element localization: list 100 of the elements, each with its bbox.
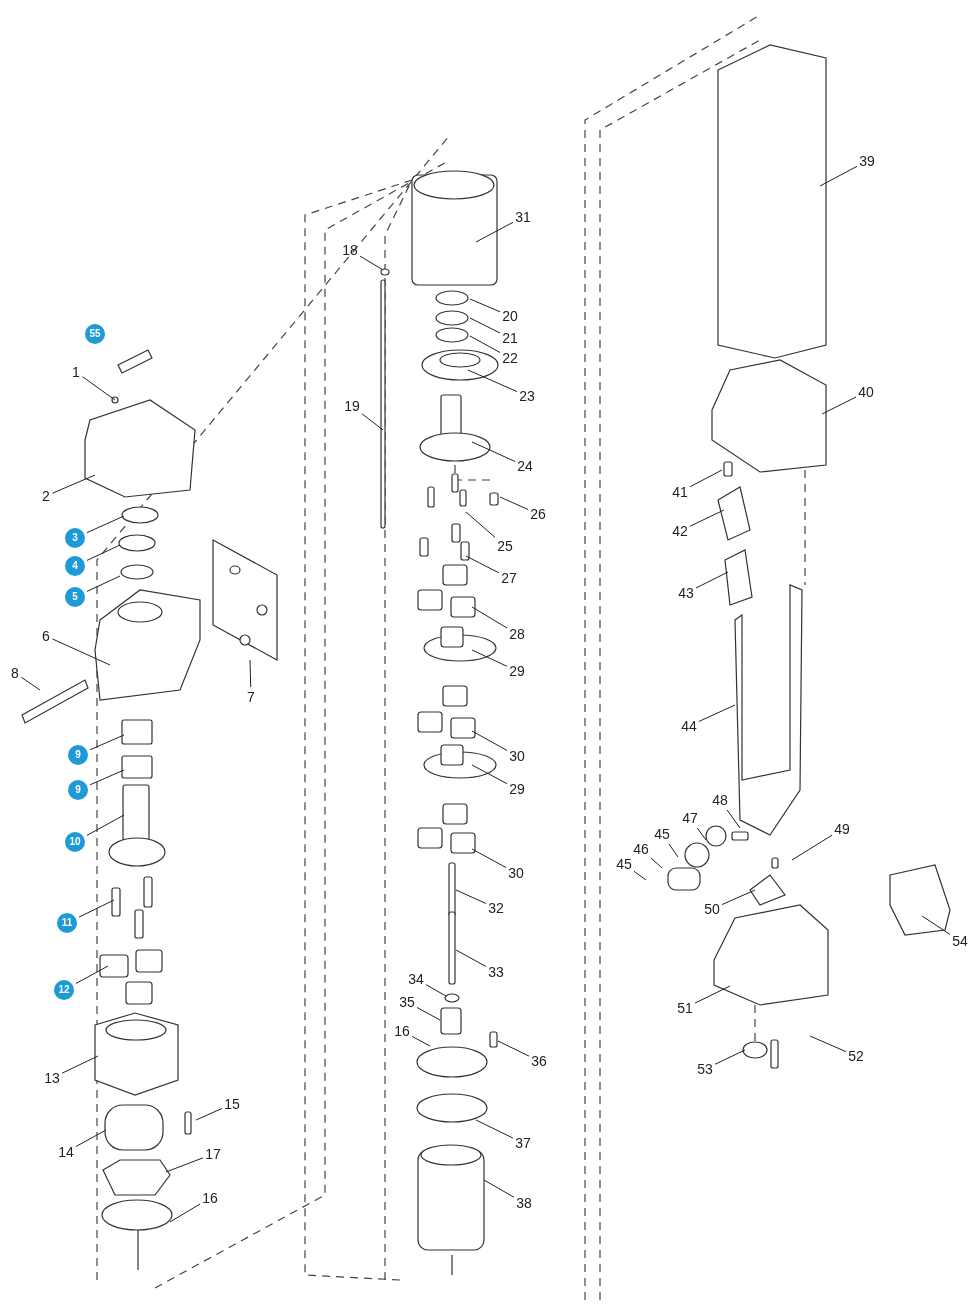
callout-number: 4 [65,556,85,576]
callout-number: 30 [509,748,525,764]
callout-number: 49 [834,821,850,837]
callout-number: 12 [54,980,74,1000]
leader-line [416,1006,441,1021]
leader-line [52,638,111,666]
leader-line [78,899,115,918]
callout-number: 33 [488,964,504,980]
callout-number: 19 [344,398,360,414]
leader-line [75,1129,107,1147]
leader-line [469,298,501,313]
callout-number: 37 [515,1135,531,1151]
leader-line [921,915,951,935]
callout-number: 8 [10,665,20,681]
leader-line [809,1035,847,1053]
callout-number: 23 [519,388,535,404]
callout-number: 48 [712,792,728,808]
callout-number: 34 [408,971,424,987]
leader-line [471,730,508,751]
callout-number: 41 [672,484,688,500]
callout-number: 17 [205,1146,221,1162]
leader-line [465,555,500,574]
callout-number: 16 [394,1023,410,1039]
leader-line [471,441,516,462]
callout-number: 21 [502,330,518,346]
leader-line [721,889,756,906]
leader-line [469,317,501,334]
leader-line [726,809,741,829]
callout-number: 40 [858,384,874,400]
callout-number: 35 [399,994,415,1010]
callout-number: 15 [224,1096,240,1112]
callout-number: 25 [497,538,513,554]
callout-number: 16 [202,1190,218,1206]
leader-line [689,509,725,527]
leader-line [86,814,125,836]
leader-line [359,255,384,271]
callout-number: 54 [952,933,968,949]
leader-line [169,1203,201,1223]
leader-line [61,1055,99,1074]
leader-line [694,985,731,1004]
leader-line [89,769,125,786]
callout-number: 14 [58,1144,74,1160]
callout-number: 30 [508,865,524,881]
callout-number: 6 [41,628,51,644]
leader-line [698,704,736,722]
callout-number: 13 [44,1070,60,1086]
callout-number: 26 [530,506,546,522]
leader-line [249,659,252,688]
leader-line [695,571,729,589]
callout-number: 50 [704,901,720,917]
leader-line [425,984,447,997]
callout-number: 1 [71,364,81,380]
leader-line [467,369,518,393]
callout-number: 20 [502,308,518,324]
leader-line [455,949,487,967]
leader-line [471,764,508,785]
callout-number: 46 [633,841,649,857]
leader-line [471,649,508,667]
callout-number: 22 [502,350,518,366]
callout-number: 32 [488,900,504,916]
callout-number: 53 [697,1061,713,1077]
callout-number: 52 [848,1048,864,1064]
leader-line [499,496,529,511]
leader-line [455,889,487,904]
callout-number: 3 [65,528,85,548]
leader-line [821,396,857,415]
leader-line [471,848,507,869]
leader-line [471,606,508,629]
leader-line [86,544,121,561]
callout-number: 43 [678,585,694,601]
leader-line [361,413,384,431]
callout-number: 39 [859,153,875,169]
leader-line [75,965,109,984]
leader-line [650,857,663,869]
leader-line [165,1157,204,1173]
callout-number: 9 [68,780,88,800]
leader-line [411,1035,431,1047]
callout-number: 18 [342,242,358,258]
leader-line [497,1040,530,1057]
callout-number: 27 [501,570,517,586]
leader-line [82,376,116,401]
callout-number: 7 [246,689,256,705]
callout-number: 51 [677,1000,693,1016]
callout-number: 24 [517,458,533,474]
callout-number: 44 [681,718,697,734]
callout-number: 29 [509,781,525,797]
callout-number: 45 [616,856,632,872]
leader-line [469,335,501,353]
callout-number: 11 [57,913,77,933]
callout-number: 2 [41,488,51,504]
leader-line [633,870,647,881]
leader-line [791,834,833,861]
callout-number: 31 [515,209,531,225]
callout-number: 5 [65,587,85,607]
leader-line [668,843,679,858]
callout-number: 10 [65,832,85,852]
leader-line [819,165,858,187]
callout-number: 9 [68,745,88,765]
leader-line [52,474,96,494]
callout-number: 38 [516,1195,532,1211]
